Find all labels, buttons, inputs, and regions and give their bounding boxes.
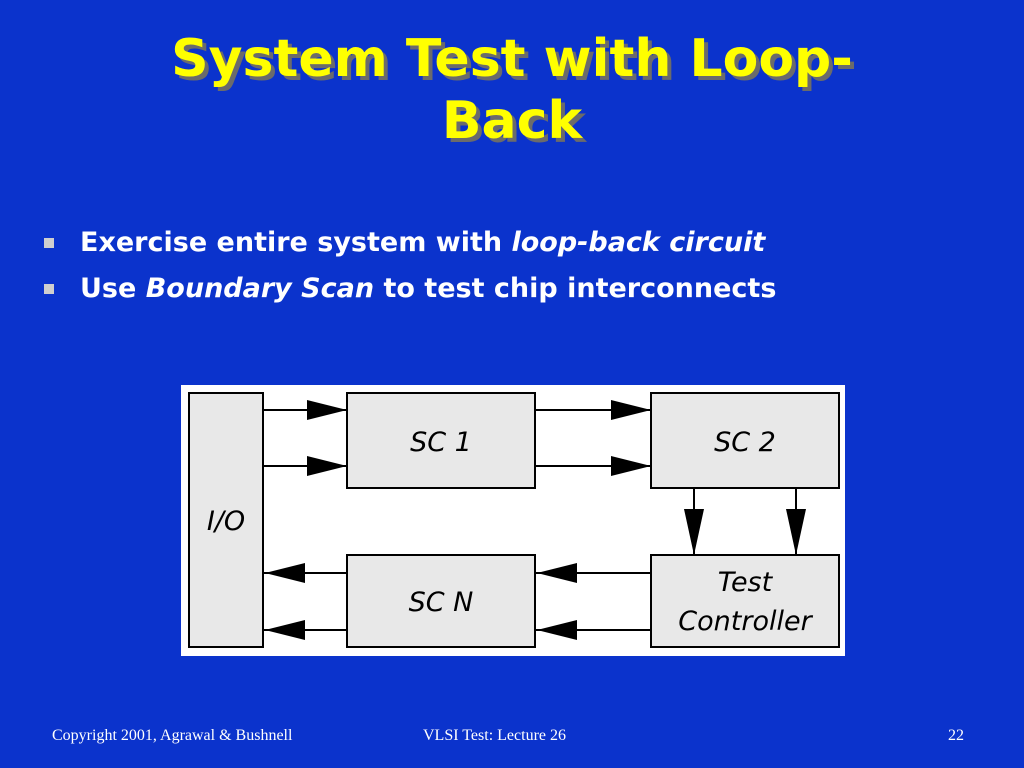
- test-controller-block: [650, 554, 840, 648]
- arrowhead-io-to-sc1-bottom: [307, 456, 347, 476]
- arrowhead-controller-to-scn-top: [537, 563, 577, 583]
- loopback-diagram-svg: I/O SC 1 SC 2 SC N Test Controller: [188, 392, 840, 648]
- bullet-emphasis: loop-back circuit: [511, 227, 766, 258]
- arrowhead-scn-to-io-top: [265, 563, 305, 583]
- slide-title-line-2: Back: [441, 91, 583, 151]
- bullet-text-before: Use: [80, 273, 146, 304]
- footer-copyright: Copyright 2001, Agrawal & Bushnell: [52, 727, 293, 744]
- bullet-text-after: to test chip interconnects: [374, 273, 777, 304]
- arrowhead-sc2-to-controller-right: [786, 509, 806, 555]
- bullet-item: Exercise entire system with loop-back ci…: [40, 220, 776, 266]
- footer-page-number: 22: [948, 727, 964, 744]
- io-label: I/O: [207, 506, 245, 537]
- arrowhead-sc2-to-controller-left: [684, 509, 704, 555]
- arrowhead-controller-to-scn-bottom: [537, 620, 577, 640]
- slide-title-line-1: System Test with Loop-: [171, 29, 853, 89]
- bullet-text-before: Exercise entire system with: [80, 227, 512, 258]
- arrowhead-sc1-to-sc2-bottom: [611, 456, 651, 476]
- footer-lecture: VLSI Test: Lecture 26: [423, 727, 566, 744]
- arrowhead-sc1-to-sc2-top: [611, 400, 651, 420]
- arrowhead-scn-to-io-bottom: [265, 620, 305, 640]
- slide-title: System Test with Loop- Back: [0, 28, 1024, 152]
- controller-label-line-2: Controller: [678, 606, 813, 637]
- sc1-label: SC 1: [410, 427, 472, 458]
- controller-label-line-1: Test: [718, 567, 774, 598]
- scn-label: SC N: [409, 587, 474, 618]
- loopback-diagram: I/O SC 1 SC 2 SC N Test Controller: [181, 385, 845, 656]
- arrowhead-io-to-sc1-top: [307, 400, 347, 420]
- scn-block: [346, 554, 536, 648]
- bullet-square-icon: [44, 284, 54, 294]
- bullet-item: Use Boundary Scan to test chip interconn…: [40, 266, 776, 312]
- sc1-block: [346, 392, 536, 489]
- sc2-label: SC 2: [714, 427, 776, 458]
- bullet-square-icon: [44, 238, 54, 248]
- bullet-list: Exercise entire system with loop-back ci…: [40, 220, 776, 312]
- bullet-emphasis: Boundary Scan: [145, 273, 375, 304]
- sc2-block: [650, 392, 840, 489]
- io-block: [188, 392, 264, 648]
